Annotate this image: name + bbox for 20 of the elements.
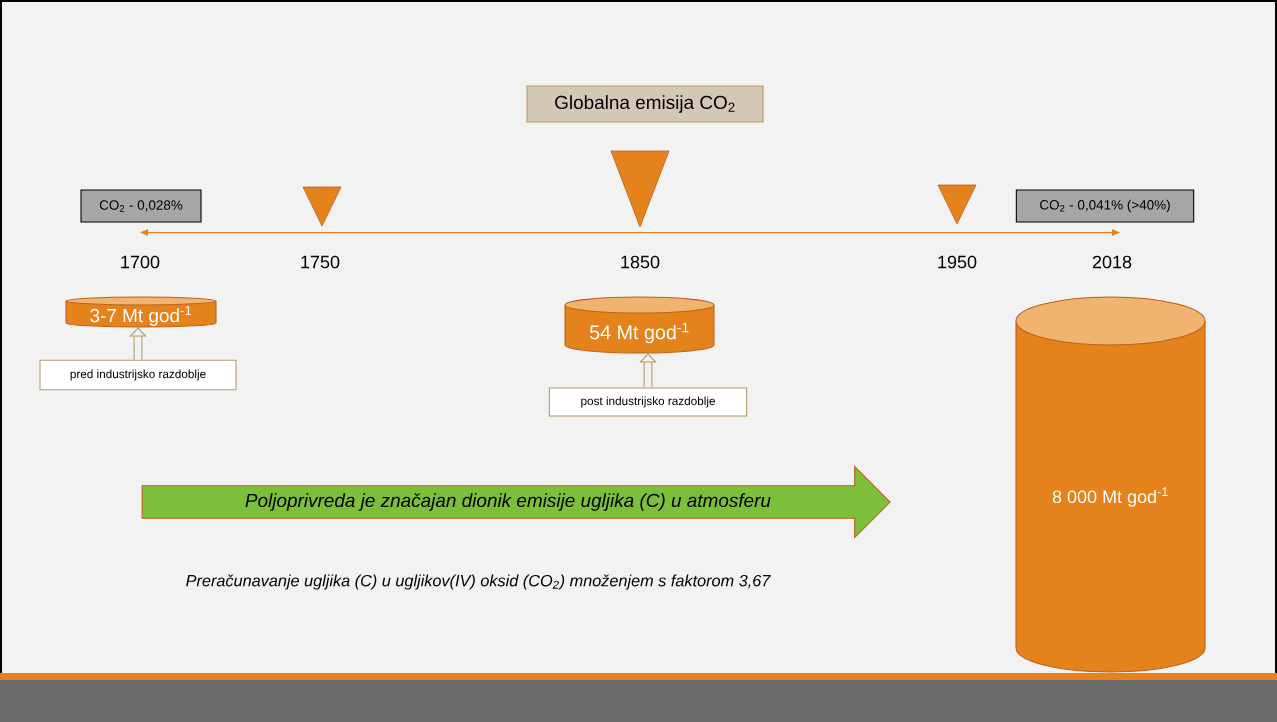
year-label: 1950 <box>938 255 977 269</box>
heading-box: Globalna emisija CO$_{2}$ <box>526 85 764 123</box>
year-label: 1700 <box>121 255 160 269</box>
timeline-arrow <box>140 229 1120 237</box>
period-box: post industrijsko razdoblje <box>548 387 748 417</box>
note-text: Preračunavanje ugljika (C) u ugljikov(IV) oksid (CO$_{2}$) množenjem s faktorom 3,67 <box>186 574 771 590</box>
year-label: 1850 <box>621 255 660 269</box>
cylinder: 8 000 Mt god$^{-1}$ <box>1015 296 1206 673</box>
hollow-arrow <box>129 327 147 360</box>
cylinder: 3-7 Mt god$^{-1}$ <box>65 296 217 328</box>
cylinder: 54 Mt god$^{-1}$ <box>564 296 715 354</box>
year-label: 1750 <box>301 255 340 269</box>
value-box: CO$_{2}$ - 0,041% (>40%) <box>1015 189 1195 223</box>
year-label: 2018 <box>1092 255 1132 269</box>
triangle-marker <box>302 186 342 227</box>
value-box: CO$_{2}$ - 0,028% <box>80 189 202 223</box>
triangle-marker <box>610 150 670 228</box>
hollow-arrow <box>639 353 657 388</box>
triangle-marker <box>937 184 977 225</box>
period-box: pred industrijsko razdoblje <box>39 359 237 391</box>
